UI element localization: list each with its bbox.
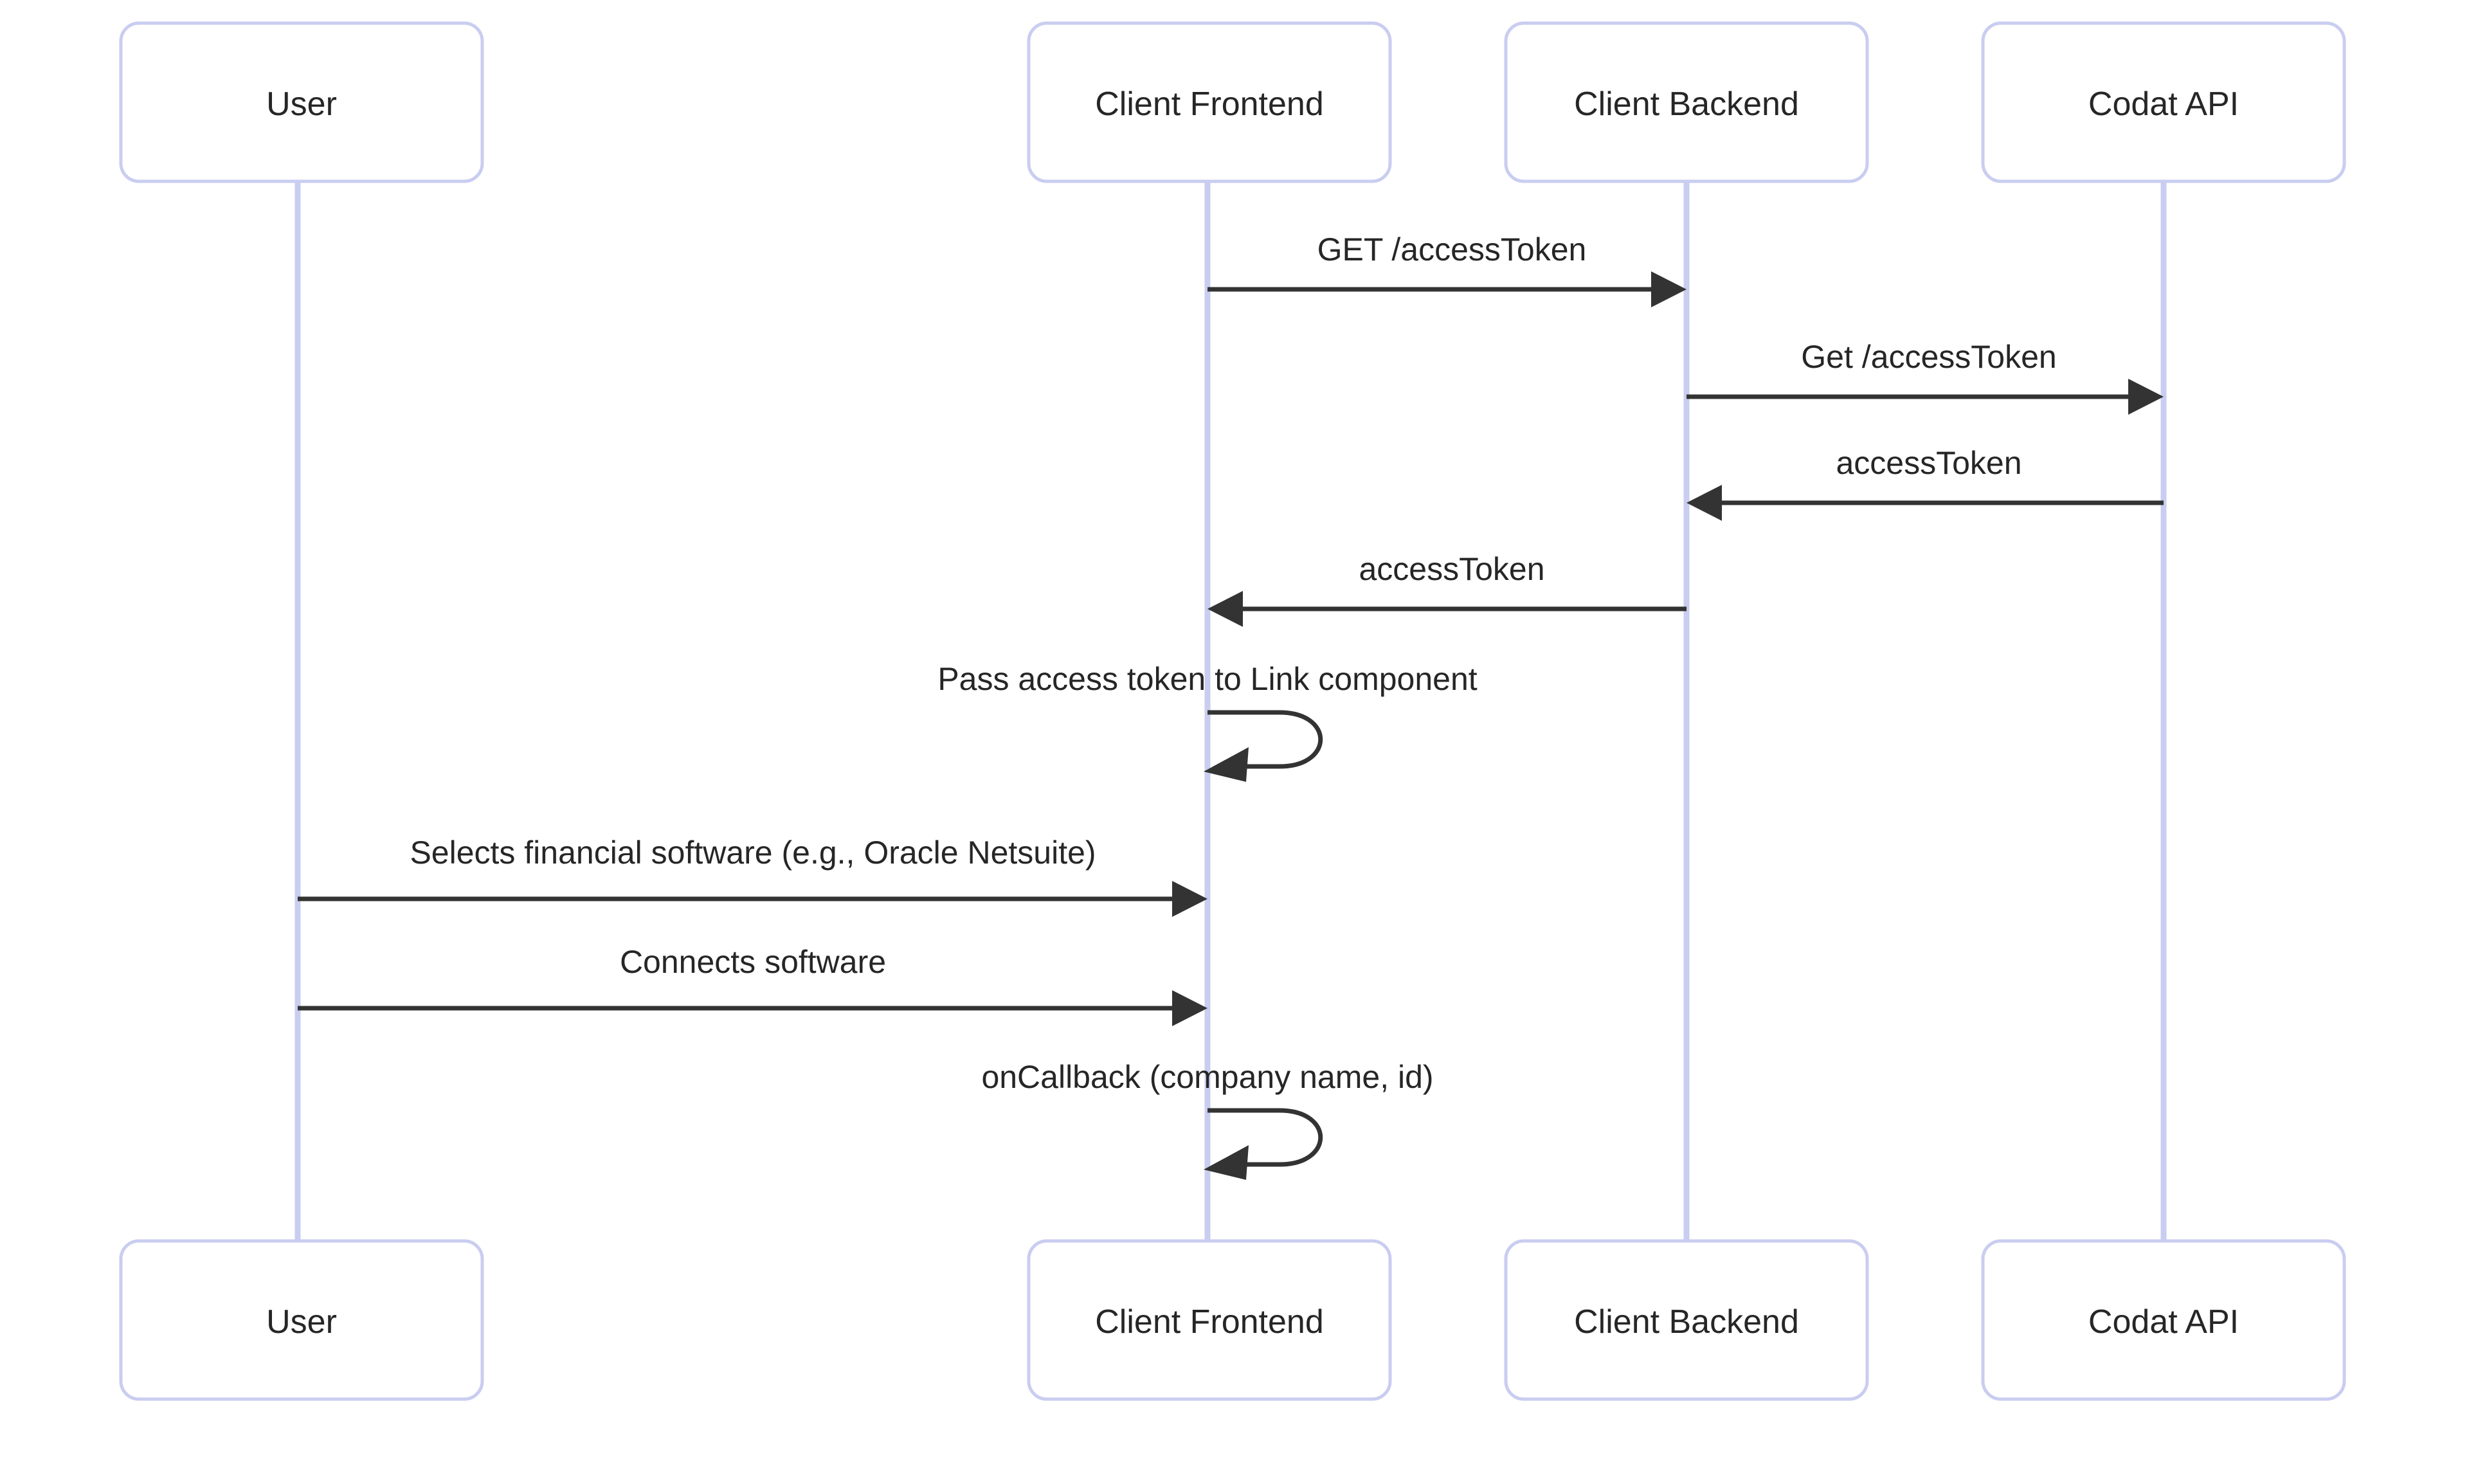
arrow-head-right-7: [1172, 990, 1207, 1026]
participant-label-client-frontend: Client Frontend: [1095, 86, 1324, 123]
message-loop-path-8: [1207, 1108, 1323, 1167]
participant-box-codat-api-bottom[interactable]: [1981, 1239, 2346, 1401]
participant-header-client-backend[interactable]: Client Backend: [1504, 21, 1869, 183]
lifelines-group: [294, 179, 2167, 1241]
participant-footer-codat-api[interactable]: Codat API: [1981, 1239, 2346, 1401]
arrow-head-left-4: [1207, 591, 1243, 627]
participant-label-client-backend-bottom: Client Backend: [1574, 1303, 1799, 1341]
participant-footer-client-frontend[interactable]: Client Frontend: [1027, 1239, 1392, 1401]
arrow-head-right-6: [1172, 881, 1207, 917]
message-label-3: accessToken: [1836, 445, 2021, 481]
message-label-4: accessToken: [1359, 551, 1544, 587]
message-label-2: Get /accessToken: [1801, 339, 2056, 375]
message-get-access-token-frontend-to-backend[interactable]: GET /accessToken: [1207, 231, 1687, 307]
participant-label-codat-api: Codat API: [2088, 86, 2239, 123]
arrow-head-right-2: [2128, 379, 2164, 415]
participant-box-client-backend[interactable]: [1504, 21, 1869, 183]
message-loop-path-5: [1207, 710, 1323, 769]
participant-label-user-bottom: User: [266, 1303, 337, 1341]
message-selects-financial-software[interactable]: Selects financial software (e.g., Oracle…: [298, 835, 1207, 917]
participant-header-user[interactable]: User: [119, 21, 484, 183]
message-access-token-codat-to-backend[interactable]: accessToken: [1687, 445, 2164, 521]
participant-box-client-frontend-bottom[interactable]: [1027, 1239, 1392, 1401]
message-connects-software[interactable]: Connects software: [298, 944, 1207, 1026]
message-access-token-backend-to-frontend[interactable]: accessToken: [1207, 551, 1687, 627]
participant-box-client-backend-bottom[interactable]: [1504, 1239, 1869, 1401]
participant-label-client-frontend-bottom: Client Frontend: [1095, 1303, 1324, 1341]
participant-box-client-frontend[interactable]: [1027, 21, 1392, 183]
participant-box-user-bottom[interactable]: [119, 1239, 484, 1401]
participant-header-client-frontend[interactable]: Client Frontend: [1027, 21, 1392, 183]
message-pass-access-token-self-loop[interactable]: Pass access token to Link component: [937, 661, 1478, 782]
participant-label-user: User: [266, 86, 337, 123]
message-label-6: Selects financial software (e.g., Oracle…: [410, 835, 1096, 871]
message-label-8: onCallback (company name, id): [981, 1059, 1433, 1095]
participant-header-codat-api[interactable]: Codat API: [1981, 21, 2346, 183]
arrow-head-left-3: [1687, 485, 1722, 521]
arrow-head-self-5: [1204, 747, 1249, 782]
message-get-access-token-backend-to-codat[interactable]: Get /accessToken: [1687, 339, 2164, 415]
message-label-5: Pass access token to Link component: [937, 661, 1477, 697]
participant-box-user[interactable]: [119, 21, 484, 183]
arrow-head-self-8: [1204, 1145, 1249, 1180]
message-oncallback-self-loop[interactable]: onCallback (company name, id): [981, 1059, 1434, 1180]
message-label-1: GET /accessToken: [1317, 231, 1587, 267]
participant-label-client-backend: Client Backend: [1574, 86, 1799, 123]
participant-footer-client-backend[interactable]: Client Backend: [1504, 1239, 1869, 1401]
arrow-head-right-1: [1651, 271, 1687, 307]
participant-label-codat-api-bottom: Codat API: [2088, 1303, 2239, 1341]
message-label-7: Connects software: [620, 944, 886, 980]
participant-footer-user[interactable]: User: [119, 1239, 484, 1401]
participant-box-codat-api[interactable]: [1981, 21, 2346, 183]
